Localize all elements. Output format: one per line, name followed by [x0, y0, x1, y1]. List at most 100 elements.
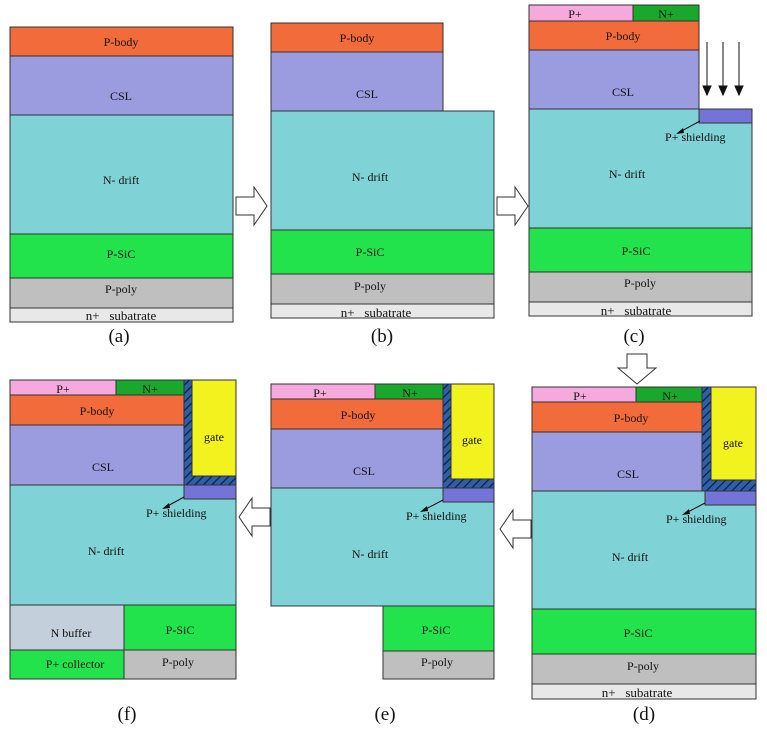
p-sic-layer [382, 605, 495, 652]
panel-a: P-body CSL N- drift P-SiC P-poly n+ suba… [9, 26, 234, 347]
p-plus-label: P+ [56, 382, 70, 396]
csl-label: CSL [92, 460, 114, 474]
shielding-pointer-head [420, 506, 428, 512]
p-poly-label: P-poly [627, 659, 659, 673]
hollow-arrow-icon [496, 185, 529, 227]
shielding-label: P+ shielding [666, 512, 726, 526]
p-plus-collector-label: P+ collector [46, 657, 104, 671]
shielding-pointer-head [162, 503, 170, 509]
p-poly-layer [123, 649, 237, 680]
p-sic-layer [528, 227, 753, 273]
hollow-arrow-icon [235, 185, 268, 227]
substrate-label: n+ subatrate [341, 305, 412, 320]
csl-label: CSL [110, 89, 132, 103]
gate-label: gate [204, 430, 224, 444]
p-poly-label: P-poly [162, 655, 194, 669]
panel-c: P+ N+ P-body CSL N- drift P-SiC P-poly n… [528, 4, 753, 347]
n-plus-label: N+ [658, 7, 674, 21]
p-plus-label: P+ [573, 389, 587, 403]
gate-electrode [450, 383, 495, 480]
shielding-pointer-head [676, 128, 684, 134]
p-body-label: P-body [341, 408, 376, 422]
csl-label: CSL [617, 467, 639, 481]
shielding-label: P+ shielding [406, 509, 466, 523]
shielding-label: P+ shielding [146, 506, 206, 520]
p-plus-shielding-region [442, 487, 495, 503]
panel-e: P+ N+ P-body CSL gate N- drift P-SiC P-p… [270, 383, 495, 725]
substrate-label: n+ subatrate [86, 308, 157, 323]
p-plus-collector-layer [9, 649, 125, 680]
p-plus-label: P+ [568, 7, 582, 21]
p-body-label: P-body [606, 29, 641, 43]
hollow-arrow-icon [499, 508, 532, 550]
caption-d: (d) [633, 704, 655, 725]
panel-d: P+ N+ P-body CSL gate N- drift P-SiC P-p… [531, 386, 757, 725]
n-drift-label: N- drift [103, 173, 140, 187]
shielding-pointer-head [682, 509, 690, 515]
csl-layer [531, 431, 703, 492]
csl-label: CSL [356, 87, 378, 101]
substrate-layer [528, 301, 753, 317]
p-poly-layer [531, 653, 757, 685]
csl-layer [270, 51, 444, 112]
p-poly-label: P-poly [421, 655, 453, 669]
n-drift-layer [9, 114, 234, 235]
p-body-label: P-body [614, 411, 649, 425]
csl-layer [9, 55, 234, 116]
n-drift-label: N- drift [609, 167, 646, 181]
shielding-label: P+ shielding [665, 130, 725, 144]
n-drift-layer [9, 484, 237, 606]
p-sic-label: P-SiC [107, 247, 136, 261]
p-body-layer [528, 20, 700, 51]
n-plus-label: N+ [402, 386, 418, 400]
n-plus-label: N+ [142, 382, 158, 396]
n-drift-layer [528, 108, 753, 229]
p-sic-layer [9, 233, 234, 279]
substrate-label: n+ subatrate [602, 685, 673, 700]
n-buffer-label: N buffer [51, 626, 92, 640]
p-sic-layer [270, 229, 495, 275]
p-body-layer [531, 401, 703, 433]
csl-label: CSL [612, 85, 634, 99]
n-plus-label: N+ [662, 389, 678, 403]
substrate-layer [270, 303, 495, 319]
p-poly-label: P-poly [105, 282, 137, 296]
substrate-layer [531, 683, 757, 700]
n-drift-layer [270, 487, 495, 607]
substrate-label: n+ subatrate [601, 303, 672, 318]
caption-b: (b) [371, 326, 393, 347]
gate-label: gate [462, 433, 482, 447]
p-plus-label: P+ [313, 386, 327, 400]
csl-label: CSL [353, 464, 375, 478]
p-body-label: P-body [104, 35, 139, 49]
csl-layer [270, 428, 444, 489]
p-sic-layer [531, 608, 757, 655]
substrate-layer [9, 307, 234, 323]
gate-electrode [710, 386, 757, 481]
p-plus-shielding-region [183, 484, 237, 500]
n-drift-label: N- drift [612, 550, 649, 564]
n-drift-layer [531, 490, 757, 610]
p-body-label: P-body [80, 404, 115, 418]
gate-label: gate [723, 436, 743, 450]
p-sic-layer [123, 604, 237, 651]
p-poly-layer [382, 650, 495, 680]
p-poly-label: P-poly [354, 279, 386, 293]
p-plus-shielding-region [704, 490, 757, 506]
panel-f: P+ N+ P-body CSL gate N- drift N buffer … [9, 379, 237, 725]
p-sic-label: P-SiC [166, 623, 195, 637]
caption-f: (f) [118, 704, 137, 725]
n-drift-label: N- drift [88, 544, 125, 558]
gate-electrode [191, 379, 237, 477]
p-body-layer [270, 398, 444, 430]
csl-layer [9, 424, 185, 486]
hollow-arrow-icon [616, 353, 658, 385]
p-sic-label: P-SiC [356, 245, 385, 259]
caption-c: (c) [623, 326, 644, 347]
caption-a: (a) [108, 326, 129, 347]
p-body-layer [9, 26, 234, 57]
csl-layer [528, 49, 700, 110]
p-sic-label: P-SiC [624, 626, 653, 640]
panel-b: P-body CSL N- drift P-SiC P-poly n+ suba… [270, 22, 495, 347]
p-body-label: P-body [340, 31, 375, 45]
